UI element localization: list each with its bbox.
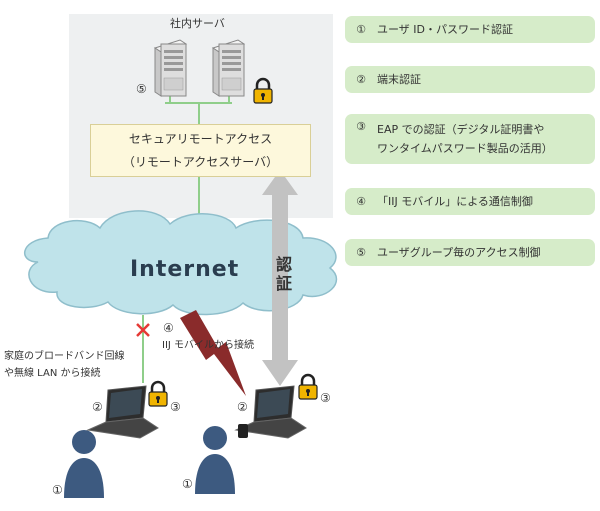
marker-1: ① — [182, 477, 193, 491]
legend-text-line1: EAP での認証（デジタル証明書や — [377, 123, 545, 136]
legend-number: ④ — [356, 195, 366, 208]
home-broadband-line2: や無線 LAN から接続 — [4, 368, 101, 379]
blocked-cross-icon — [136, 323, 150, 337]
legend-text: 「IIJ モバイル」による通信制御 — [377, 195, 533, 208]
auth-arrow — [262, 170, 298, 386]
marker-5: ⑤ — [136, 82, 147, 96]
marker-3: ③ — [320, 391, 331, 405]
legend-number: ② — [356, 73, 366, 86]
lock-icon — [148, 380, 168, 407]
remote-access-subtitle: （リモートアクセスサーバ） — [122, 155, 279, 169]
server-icon — [211, 39, 246, 97]
user-icon — [64, 430, 104, 498]
marker-3: ③ — [170, 400, 181, 414]
user-icon — [195, 426, 235, 494]
laptop-icon — [234, 385, 307, 439]
legend-item-user-id-password: ① ユーザ ID・パスワード認証 — [345, 16, 595, 43]
mobile-card-icon — [238, 424, 248, 438]
server-icon — [153, 39, 188, 97]
remote-access-title: セキュアリモートアクセス — [128, 132, 273, 146]
server-room-area — [69, 14, 333, 218]
legend-item-device-auth: ② 端末認証 — [345, 66, 595, 93]
marker-4: ④ — [163, 321, 174, 335]
legend-item-group-access: ⑤ ユーザグループ毎のアクセス制御 — [345, 239, 595, 266]
server-room-label: 社内サーバ — [170, 17, 225, 30]
home-broadband-label: 家庭のブロードバンド回線 や無線 LAN から接続 — [4, 348, 125, 382]
auth-label: 認証 — [276, 255, 293, 293]
legend-number: ⑤ — [356, 246, 366, 259]
remote-access-server-box: セキュアリモートアクセス （リモートアクセスサーバ） — [90, 124, 311, 177]
lock-icon — [253, 77, 273, 104]
internet-cloud — [23, 210, 338, 316]
marker-2: ② — [92, 400, 103, 414]
lightning-icon — [180, 310, 246, 396]
lock-icon — [298, 373, 318, 400]
marker-2: ② — [237, 400, 248, 414]
marker-1: ① — [52, 483, 63, 497]
laptop-icon — [86, 385, 159, 439]
legend-text: 端末認証 — [377, 73, 421, 86]
legend-number: ③ — [356, 120, 366, 133]
iij-mobile-label: IIJ モバイルから接続 — [162, 340, 255, 351]
legend-item-eap-auth: ③ EAP での認証（デジタル証明書や ワンタイムパスワード製品の活用） — [345, 114, 595, 164]
internet-label: Internet — [130, 257, 240, 282]
legend-text: EAP での認証（デジタル証明書や ワンタイムパスワード製品の活用） — [377, 120, 553, 158]
legend-item-iij-mobile: ④ 「IIJ モバイル」による通信制御 — [345, 188, 595, 215]
legend-text: ユーザグループ毎のアクセス制御 — [377, 246, 541, 259]
legend-number: ① — [356, 23, 366, 36]
home-broadband-line1: 家庭のブロードバンド回線 — [4, 351, 125, 362]
legend-text: ユーザ ID・パスワード認証 — [377, 23, 513, 36]
legend-text-line2: ワンタイムパスワード製品の活用） — [377, 142, 553, 155]
